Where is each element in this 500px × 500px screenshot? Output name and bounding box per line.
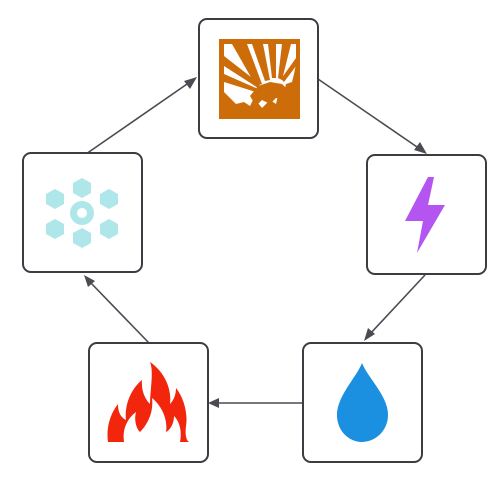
edge-water-to-fire [208,398,303,408]
node-water [302,342,423,463]
water-drop-icon [337,363,388,442]
node-snow [22,152,143,273]
edge-snow-to-sun [85,77,197,155]
snowflake-icon [46,178,118,248]
edge-fire-to-snow [84,275,150,344]
edges [84,77,427,408]
edge-lightning-to-water [364,274,426,341]
flame-icon [107,362,189,442]
node-sun [198,18,319,139]
node-fire [88,342,209,463]
lightning-bolt-icon [405,177,445,253]
sunburst-icon [219,39,300,119]
edge-sun-to-lightning [317,78,427,154]
node-lightning [366,154,487,275]
